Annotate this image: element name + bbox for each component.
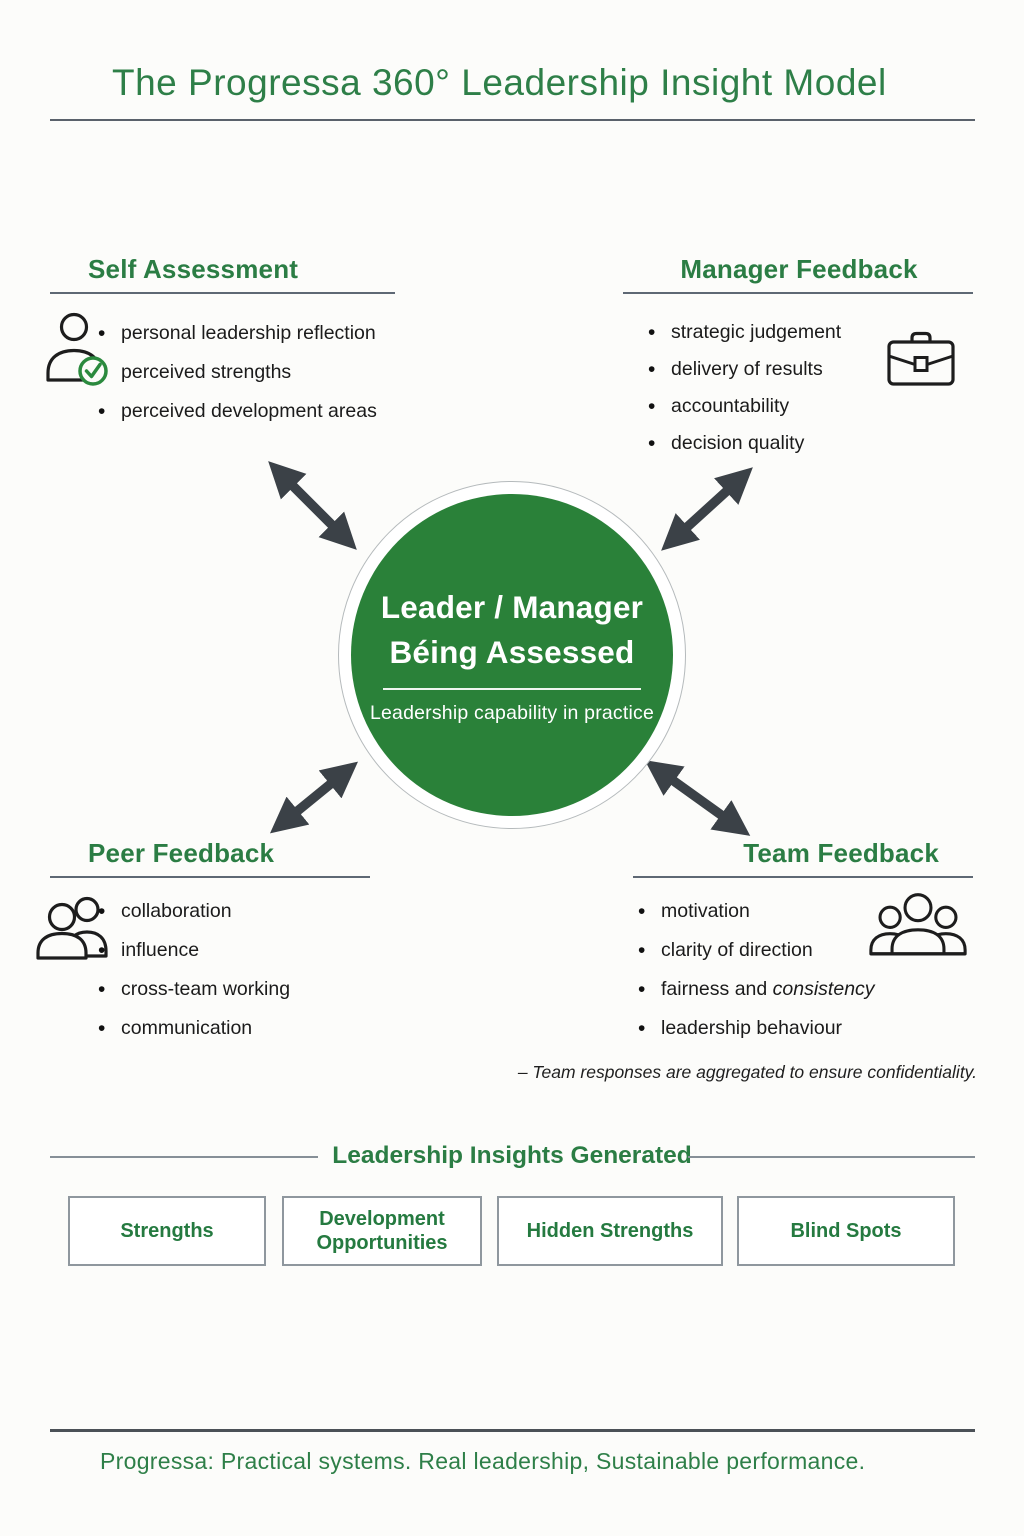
list-item: strategic judgement bbox=[648, 314, 841, 351]
list-item: collaboration bbox=[98, 892, 290, 931]
center-circle: Leader / Manager Béing Assessed Leadersh… bbox=[351, 494, 673, 816]
list-item: perceived development areas bbox=[98, 392, 377, 431]
manager-feedback-list: strategic judgement delivery of results … bbox=[648, 314, 841, 462]
peer-feedback-list: collaboration influence cross-team worki… bbox=[98, 892, 290, 1048]
list-item: motivation bbox=[638, 892, 875, 931]
center-circle-subtitle: Leadership capability in practice bbox=[369, 702, 655, 724]
arrow-top-right bbox=[661, 467, 753, 551]
center-title-line1: Leader / Manager bbox=[380, 589, 644, 625]
fairness-text: fairness and bbox=[661, 978, 773, 1000]
list-item: perceived strengths bbox=[121, 361, 292, 383]
fairness-italic-text: consistency bbox=[772, 978, 875, 1000]
confidentiality-note: – Team responses are aggregated to ensur… bbox=[517, 1062, 977, 1082]
team-feedback-heading: Team Feedback bbox=[743, 838, 939, 868]
insights-line-left bbox=[50, 1156, 318, 1158]
arrow-bottom-right bbox=[644, 760, 751, 836]
insight-box-strengths: Strengths bbox=[68, 1196, 266, 1266]
center-circle-divider bbox=[383, 688, 641, 690]
list-item: delivery of results bbox=[648, 351, 841, 388]
team-feedback-list: motivation clarity of direction fairness… bbox=[638, 892, 875, 1048]
person-check-icon bbox=[45, 312, 109, 388]
self-assessment-list: personal leadership reflection perceived… bbox=[98, 314, 377, 431]
page-title: The Progressa 360° Leadership Insight Mo… bbox=[112, 62, 887, 103]
list-item: clarity of direction bbox=[638, 931, 875, 970]
three-people-icon bbox=[868, 890, 968, 960]
footer-divider bbox=[50, 1429, 975, 1432]
list-item: leadership behaviour bbox=[638, 1009, 875, 1048]
list-item: communication bbox=[98, 1009, 290, 1048]
list-item: accountability bbox=[648, 388, 841, 425]
insight-box-blind-spots: Blind Spots bbox=[737, 1196, 955, 1266]
list-item: decision quality bbox=[648, 425, 841, 462]
insights-line-right bbox=[688, 1156, 975, 1158]
arrow-bottom-left bbox=[269, 761, 359, 834]
arrow-top-left bbox=[268, 461, 357, 550]
self-assessment-heading: Self Assessment bbox=[88, 254, 299, 284]
insight-box-hidden-strengths: Hidden Strengths bbox=[497, 1196, 723, 1266]
manager-feedback-heading: Manager Feedback bbox=[680, 254, 918, 284]
briefcase-icon bbox=[886, 330, 956, 388]
insight-box-development-opportunities: Development Opportunities bbox=[282, 1196, 482, 1266]
list-item: personal leadership reflection bbox=[98, 314, 377, 353]
insights-heading: Leadership Insights Generated bbox=[332, 1142, 692, 1169]
list-item: cross-team working bbox=[98, 970, 290, 1009]
footer-tagline: Progressa: Practical systems. Real leade… bbox=[100, 1448, 866, 1474]
peer-feedback-divider bbox=[50, 876, 370, 878]
self-assessment-divider bbox=[50, 292, 395, 294]
center-circle-title: Leader / Manager Béing Assessed bbox=[381, 585, 643, 675]
two-people-icon bbox=[36, 896, 112, 960]
center-title-line2: Béing Assessed bbox=[389, 634, 635, 670]
title-divider bbox=[50, 119, 975, 121]
manager-feedback-divider bbox=[623, 292, 973, 294]
list-item: fairness and consistency bbox=[638, 970, 875, 1009]
peer-feedback-heading: Peer Feedback bbox=[88, 838, 275, 868]
team-feedback-divider bbox=[633, 876, 973, 878]
list-item: influence bbox=[98, 931, 290, 970]
